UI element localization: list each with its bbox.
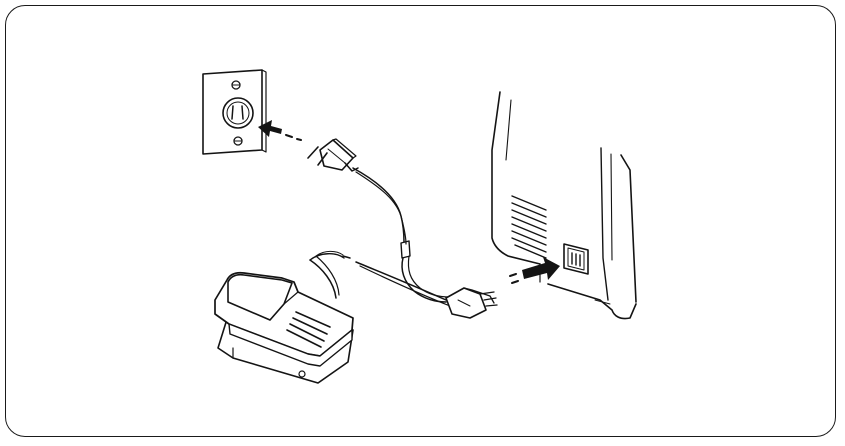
- power-plug-icon: [308, 139, 358, 171]
- insert-arrow-icon: [258, 120, 301, 140]
- pedal-connector-icon: [446, 288, 497, 318]
- wall-outlet-icon: [203, 70, 266, 154]
- pedal-cord: [310, 251, 450, 306]
- power-cord: [353, 168, 450, 302]
- machine-socket-icon: [564, 244, 588, 274]
- sewing-machine-base-icon: [492, 92, 636, 319]
- diagram-frame: [5, 5, 836, 437]
- insert-arrow-icon: [510, 257, 560, 283]
- foot-controller-icon: [215, 273, 353, 383]
